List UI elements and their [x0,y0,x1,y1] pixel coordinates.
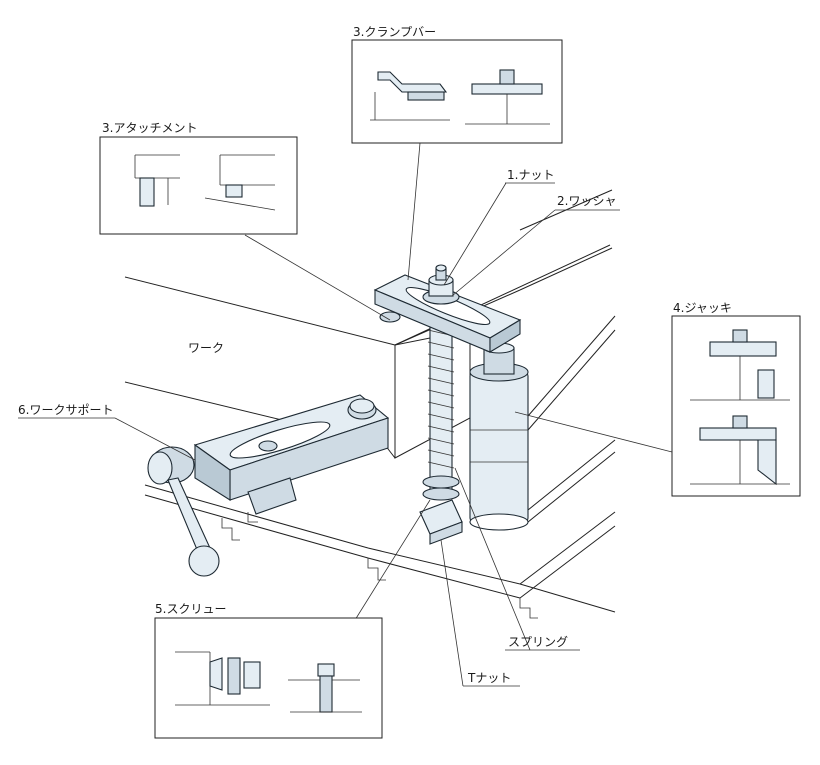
label-work-support: 6.ワークサポート [18,403,113,417]
label-washer: 2.ワッシャ [557,194,616,208]
label-spring: スプリング [508,635,568,649]
label-clamp-bar: 3.クランプバー [353,25,436,39]
diagram-labels: 3.クランプバー 3.アタッチメント 1.ナット 2.ワッシャ 4.ジャッキ ワ… [18,25,732,685]
screw-spring-assembly [419,319,463,545]
inset-screw [154,617,383,739]
leader-lines [18,142,673,687]
inset-jack [671,315,801,497]
label-attachment: 3.アタッチメント [102,121,197,135]
label-screw: 5.スクリュー [155,602,226,616]
label-jack: 4.ジャッキ [673,301,732,315]
work-support [147,394,390,577]
label-t-nut: Tナット [467,671,511,685]
clamp-bar [373,264,522,353]
jack [469,342,529,531]
label-nut: 1.ナット [507,168,554,182]
label-work: ワーク [188,341,224,355]
inset-attachment [99,136,298,235]
inset-clamp-bar [351,39,563,144]
